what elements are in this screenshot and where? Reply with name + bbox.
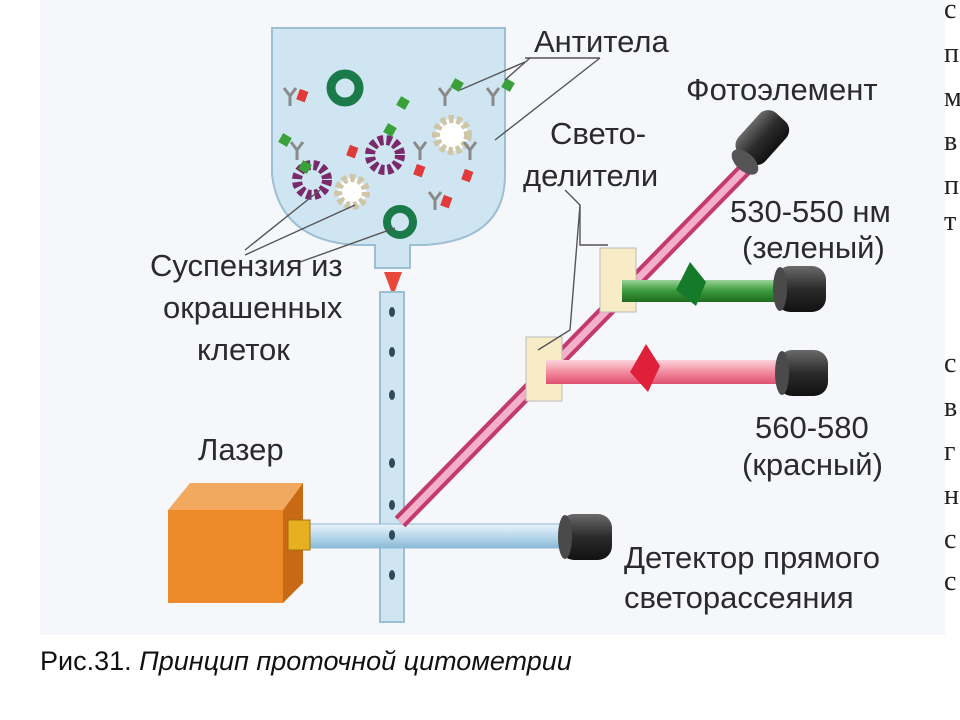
right-edge-text-fragments: с п м в п с в г н с т с — [944, 0, 960, 597]
label-suspension-line3: клеток — [197, 332, 290, 367]
fluorescence-beam — [394, 156, 758, 528]
label-antibodies: Антитела — [534, 24, 669, 59]
caption-prefix: Рис.31. — [40, 646, 140, 676]
flow-arrow-icon — [384, 272, 402, 296]
red-beam — [546, 344, 784, 392]
cell — [365, 135, 405, 175]
edge-fragment: т — [944, 206, 956, 237]
edge-fragment: г — [944, 436, 955, 467]
photoelement-detector — [731, 110, 790, 175]
cell — [326, 69, 364, 107]
antibodies — [282, 87, 501, 210]
stained-cells — [292, 69, 472, 239]
red-detector — [775, 350, 828, 396]
label-splitters-line1: Свето- — [550, 116, 646, 151]
flow-capillary — [379, 291, 405, 623]
fluorescent-tags — [278, 78, 515, 209]
edge-fragment: с — [944, 524, 956, 555]
antibody — [427, 191, 443, 210]
antibody — [282, 87, 298, 106]
label-splitters-line2: делители — [523, 158, 658, 193]
green-detector — [773, 266, 826, 312]
edge-fragment: в — [944, 392, 957, 423]
laser-beam — [309, 523, 573, 549]
label-photoelement: Фотоэлемент — [686, 72, 878, 107]
edge-fragment: в — [944, 126, 957, 157]
edge-fragment: п — [944, 170, 959, 201]
label-suspension-line1: Суспензия из — [150, 248, 343, 283]
label-green-name: (зеленый) — [742, 230, 885, 265]
antibody — [462, 141, 478, 160]
laser-box — [168, 483, 311, 603]
cell-in-beam — [389, 530, 395, 540]
label-suspension-line2: окрашенных — [163, 290, 343, 325]
caption-title: Принцип проточной цитометрии — [139, 646, 572, 676]
label-detector-line2: светорассеяния — [624, 580, 854, 615]
antibody — [412, 141, 428, 160]
edge-fragment: п — [944, 38, 959, 69]
antibody — [289, 141, 305, 160]
antibody — [485, 87, 501, 106]
cell — [383, 205, 417, 239]
leader-lines — [244, 57, 608, 351]
antibody — [437, 87, 453, 106]
cell — [432, 115, 472, 155]
label-green-range: 530-550 нм — [730, 194, 891, 229]
cell — [334, 174, 370, 210]
green-beam — [622, 262, 782, 306]
figure-caption: Рис.31. Принцип проточной цитометрии — [40, 646, 572, 677]
edge-fragment: с — [944, 348, 956, 379]
edge-fragment: н — [944, 480, 959, 511]
edge-fragment: м — [944, 82, 960, 113]
label-red-name: (красный) — [742, 447, 883, 482]
label-red-range: 560-580 — [755, 410, 869, 445]
edge-fragment: с — [944, 566, 956, 597]
forward-scatter-detector — [558, 514, 612, 560]
label-detector-line1: Детектор прямого — [624, 540, 880, 575]
cell — [292, 160, 332, 200]
label-laser: Лазер — [198, 432, 284, 467]
edge-fragment: с — [944, 0, 956, 25]
